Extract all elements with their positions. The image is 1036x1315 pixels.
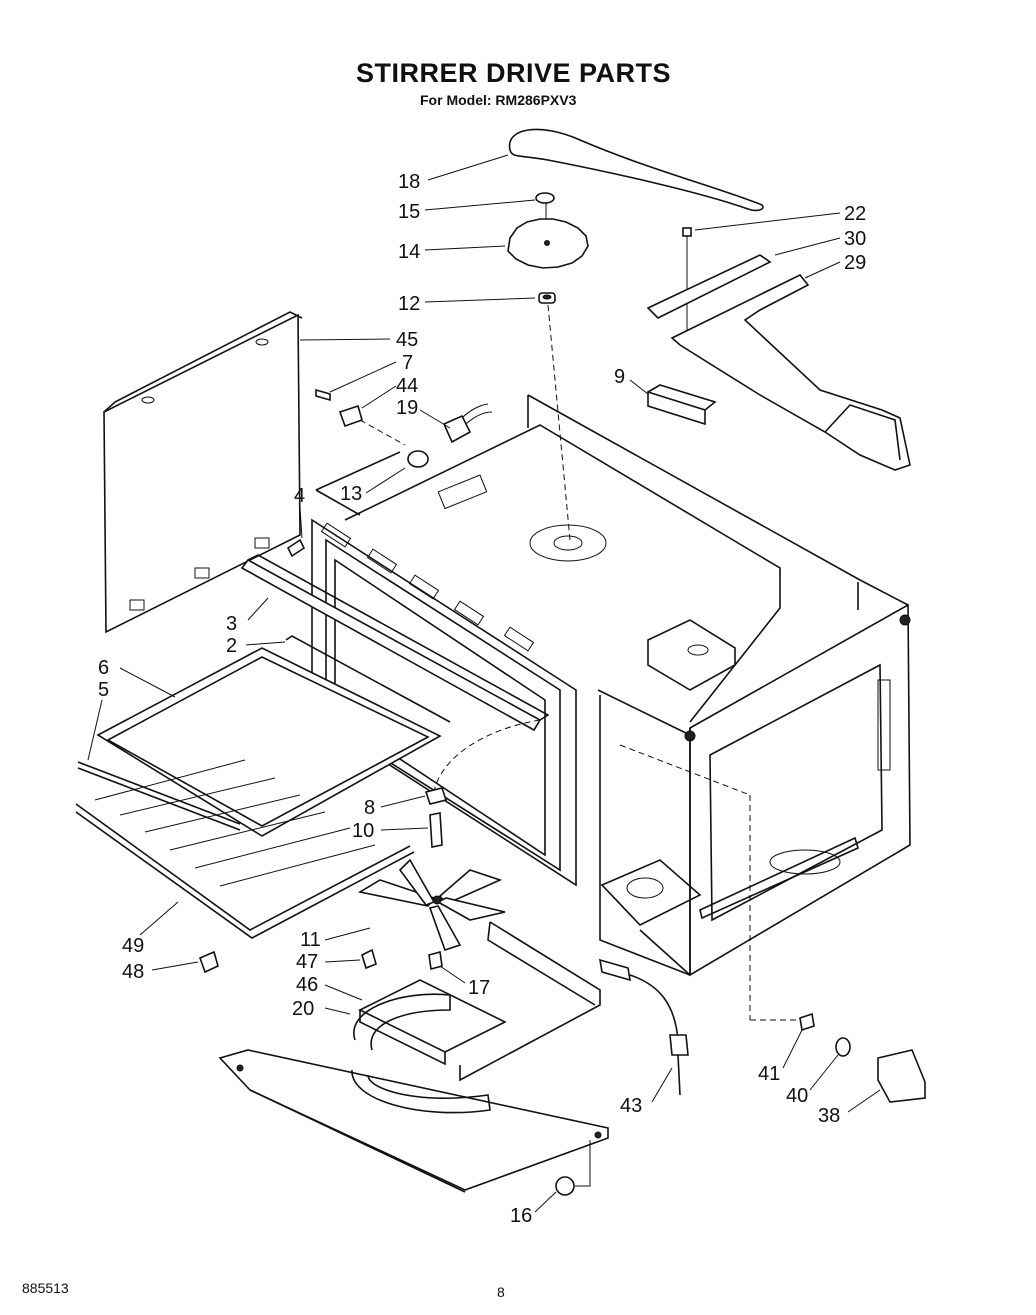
callout-6: 6 [98,657,109,679]
callout-20: 20 [292,998,314,1020]
callout-5: 5 [98,679,109,701]
callout-4: 4 [294,485,305,507]
callout-11: 11 [300,929,321,951]
callout-14: 14 [398,241,420,263]
callout-8: 8 [364,797,375,819]
terminal-hardware [619,744,926,1103]
wire-rack-part [75,759,415,939]
stirrer-blade-part [357,858,506,952]
callout-7: 7 [402,352,413,374]
front-frame [311,518,577,887]
callout-22: 22 [844,203,866,225]
callout-38: 38 [818,1105,840,1127]
glass-tray-part [96,647,442,837]
lamp-parts [315,388,493,516]
callout-47: 47 [296,951,318,973]
bottom-plate-part [218,1049,609,1193]
foam-block-part [647,384,717,426]
callout-13: 13 [340,483,362,505]
stirrer-pulley-part [507,218,589,269]
clip-part [198,950,219,974]
callout-44: 44 [396,375,418,397]
callout-48: 48 [122,961,144,983]
callout-43: 43 [620,1095,642,1117]
callout-3: 3 [226,613,237,635]
callout-30: 30 [844,228,866,250]
side-panel-part [103,311,303,634]
page-number: 8 [497,1284,505,1300]
page-title: STIRRER DRIVE PARTS [356,58,672,88]
thermal-cutout-part [599,958,689,1096]
air-guide-assembly [646,227,911,471]
bushing-part [538,292,571,541]
leader-lines [87,154,881,1213]
callout-41: 41 [758,1063,780,1085]
callout-16: 16 [510,1205,532,1227]
model-subtitle: For Model: RM286PXV3 [420,92,577,108]
callout-45: 45 [396,329,418,351]
callout-15: 15 [398,201,420,223]
oven-cavity-cabinet [344,394,911,977]
screw-part [286,538,306,558]
stirrer-shaft-parts [424,719,541,848]
callout-2: 2 [226,635,237,657]
callout-29: 29 [844,252,866,274]
callout-17: 17 [468,977,490,999]
callout-9: 9 [614,366,625,388]
callout-19: 19 [396,397,418,419]
callout-18: 18 [398,171,420,193]
stirrer-fasteners [361,948,443,971]
document-number: 885513 [22,1280,69,1296]
stirrer-cover-part [351,921,601,1114]
callout-40: 40 [786,1085,808,1107]
callout-12: 12 [398,293,420,315]
callout-10: 10 [352,820,374,842]
callout-labels: 18 15 14 12 22 30 29 45 7 44 19 9 13 4 3… [98,171,866,1227]
callout-46: 46 [296,974,318,996]
callout-49: 49 [122,935,144,957]
drive-belt-part [508,128,764,212]
bottom-screw-part [555,1140,591,1196]
